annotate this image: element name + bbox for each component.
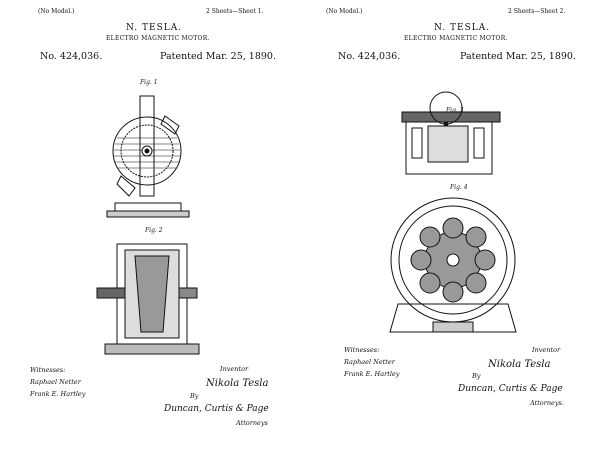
by-label: By [472,372,481,380]
witness-signature-1: Raphael Netter [30,378,81,386]
fig-3-drawing [401,91,501,175]
model-note: (No Model.) [326,8,363,15]
patent-date: Patented Mar. 25, 1890. [460,51,576,62]
inventor-signature: Nikola Tesla [206,378,269,389]
attorney-signature: Duncan, Curtis & Page [458,384,563,394]
fig-4-drawing [389,197,517,333]
patent-sheet-2: (No Model.) 2 Sheets—Sheet 2. N. TESLA. … [300,0,600,465]
inventor-signature: Nikola Tesla [488,359,551,370]
sheet-number: 2 Sheets—Sheet 1. [206,8,264,15]
patent-title: ELECTRO MAGNETIC MOTOR. [106,35,210,42]
attorneys-label: Attorneys [236,419,268,427]
fig-1-label: Fig. 1 [140,79,158,86]
inventor-heading: N. TESLA. [434,23,491,33]
patent-sheet-1: (No Model.) 2 Sheets—Sheet 1. N. TESLA. … [30,8,276,427]
witness-signature-2: Frank E. Hartley [344,370,400,378]
attorneys-label: Attorneys. [530,399,564,407]
patent-number: No. 424,036. [40,51,103,62]
fig-2-label: Fig. 2 [145,227,163,234]
model-note: (No Model.) [38,8,75,15]
witness-signature-1: Raphael Netter [344,358,395,366]
sheet-number: 2 Sheets—Sheet 2. [508,8,566,15]
inventor-heading: N. TESLA. [126,23,183,33]
patent-title: ELECTRO MAGNETIC MOTOR. [404,35,508,42]
fig-1-drawing [106,95,190,218]
witnesses-label: Witnesses: [30,366,66,374]
inventor-label: Inventor [532,346,561,354]
witness-signature-2: Frank E. Hartley [30,390,86,398]
patent-date: Patented Mar. 25, 1890. [160,51,276,62]
witnesses-label: Witnesses: [344,346,380,354]
inventor-label: Inventor [220,365,249,373]
fig-4-label: Fig. 4 [450,184,468,191]
patent-number: No. 424,036. [338,51,401,62]
fig-2-drawing [96,243,200,355]
by-label: By [190,392,199,400]
attorney-signature: Duncan, Curtis & Page [164,404,269,414]
fig-3-label: Fig. 3 [446,107,464,114]
